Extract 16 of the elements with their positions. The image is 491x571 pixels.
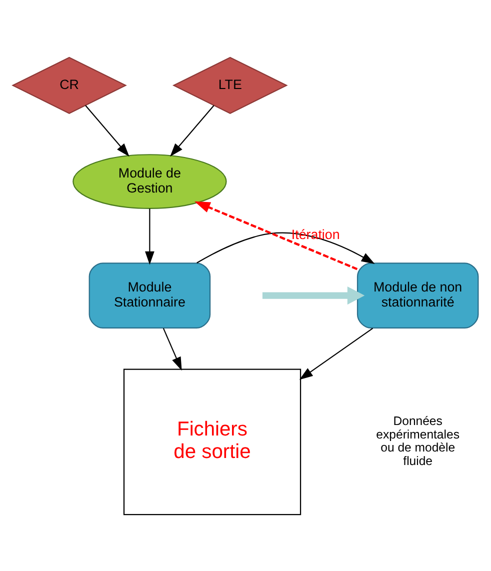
arrow bbox=[196, 232, 375, 264]
arrow bbox=[299, 327, 374, 380]
node-ellipse: Module de Gestion bbox=[72, 154, 227, 208]
node-box: Module Stationnaire bbox=[88, 262, 211, 328]
node-diamond: LTE bbox=[172, 56, 288, 114]
edge-label: Itération bbox=[291, 226, 340, 242]
arrow bbox=[194, 200, 358, 270]
node-box: Fichiers de sortie bbox=[123, 368, 302, 515]
arrow bbox=[170, 104, 214, 156]
arrow bbox=[85, 104, 130, 156]
arrow bbox=[162, 328, 182, 370]
node-box: Module de non stationnarité bbox=[356, 262, 479, 328]
label: Données expérimentales ou de modèle fluide bbox=[376, 413, 460, 468]
node-diamond: CR bbox=[12, 56, 127, 114]
arrow bbox=[262, 286, 365, 304]
arrow bbox=[145, 208, 154, 264]
